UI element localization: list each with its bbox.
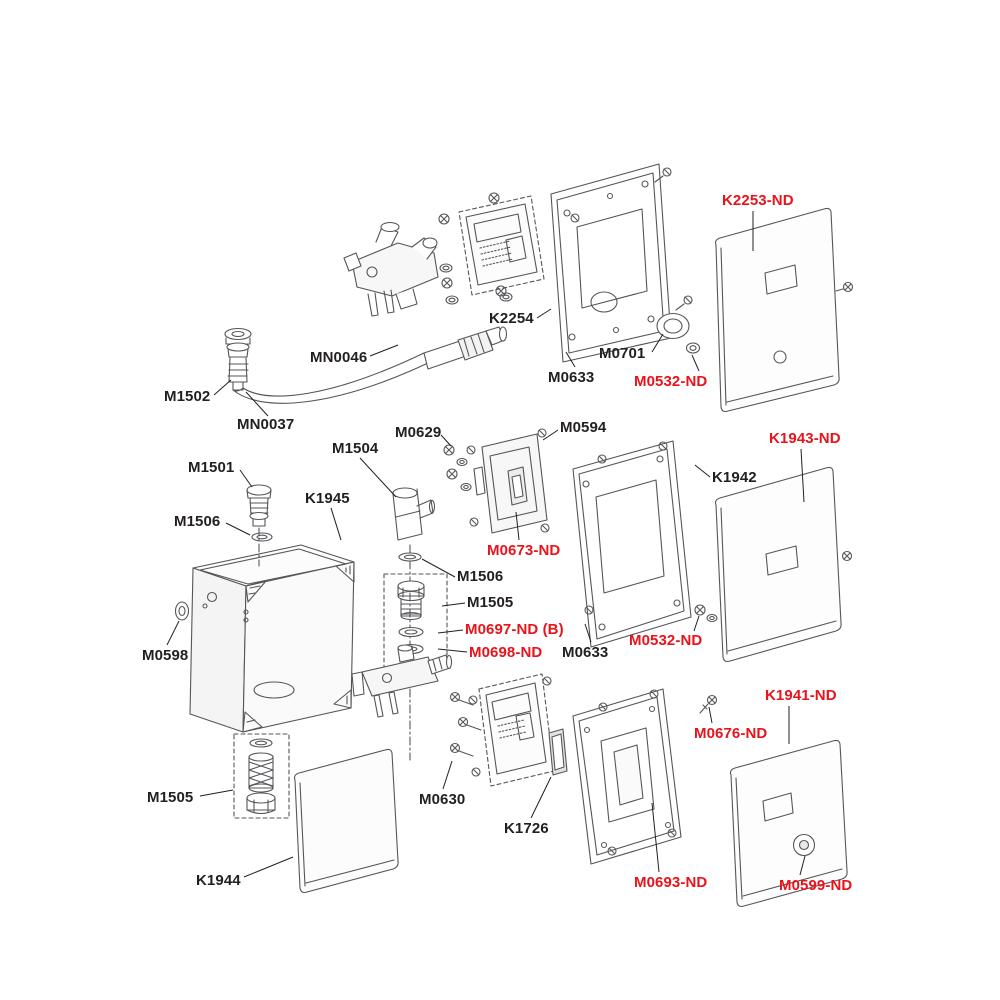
part-label-m0701: M0701: [599, 345, 646, 362]
part-mn0046-hose: [232, 352, 429, 404]
part-label-m0697-nd: M0697-ND (B): [465, 621, 564, 638]
part-label-m0630: M0630: [419, 791, 466, 808]
part-label-k1944: K1944: [196, 872, 241, 889]
part-label-k2253-nd: K2253-ND: [722, 192, 794, 209]
part-label-m1506-right: M1506: [457, 568, 504, 585]
part-cover-k1943: [714, 466, 853, 663]
part-m0630-screws: [449, 691, 482, 757]
part-m0532-nut-top: [685, 342, 701, 354]
screw-icon: [438, 192, 507, 297]
part-valve-top: [343, 221, 439, 317]
part-m0676-screw: [699, 694, 718, 714]
part-valve-bottom: [351, 644, 453, 718]
part-label-m0599-nd: M0599-ND: [779, 877, 853, 894]
part-box-k1945: [189, 527, 411, 761]
part-label-k1941-nd: K1941-ND: [765, 687, 837, 704]
part-label-m1506-left: M1506: [174, 513, 221, 530]
part-label-mn0037: MN0037: [237, 416, 295, 433]
leader-lines: [166, 211, 806, 878]
part-label-m0598: M0598: [142, 647, 189, 664]
part-m0629-screws: [443, 444, 472, 492]
part-label-m0633-mid: M0633: [562, 644, 609, 661]
part-label-k2254: K2254: [489, 310, 534, 327]
part-label-m0676-nd: M0676-ND: [694, 725, 768, 742]
part-label-m0673-nd: M0673-ND: [487, 542, 561, 559]
part-label-m0693-nd: M0693-ND: [634, 874, 708, 891]
part-m0701-ring: [656, 312, 690, 340]
part-frame-bottom: [572, 688, 682, 865]
part-label-k1943-nd: K1943-ND: [769, 430, 841, 447]
part-label-k1942: K1942: [712, 469, 757, 486]
part-label-m0629: M0629: [395, 424, 442, 441]
part-m1506-left: [251, 532, 273, 542]
part-cover-k1941: [729, 739, 848, 908]
part-m1501: [246, 484, 272, 527]
part-control-unit-top: [438, 192, 545, 297]
part-m1504: [392, 487, 436, 541]
part-label-k1945: K1945: [305, 490, 350, 507]
part-cover-k2253: [714, 207, 854, 413]
part-solenoid-m0594: [466, 428, 550, 534]
part-label-m0532-nd-mid: M0532-ND: [629, 632, 703, 649]
part-label-m0698-nd: M0698-ND: [469, 644, 543, 661]
part-control-unit-bottom: [468, 673, 555, 787]
part-label-m1504: M1504: [332, 440, 379, 457]
part-m0598-grommet: [174, 601, 190, 621]
part-label-m1502: M1502: [164, 388, 211, 405]
part-label-m0633-top: M0633: [548, 369, 595, 386]
part-label-k1726: K1726: [504, 820, 549, 837]
part-label-m0594: M0594: [560, 419, 607, 436]
part-cover-k1944: [293, 748, 399, 894]
part-label-m0532-nd-top: M0532-ND: [634, 373, 708, 390]
part-frame-k1942: [572, 440, 692, 648]
part-kit-m1505-bottom: [233, 733, 290, 819]
part-label-m1501: M1501: [188, 459, 235, 476]
part-washers-top: [439, 263, 513, 305]
part-m0532-screw-mid: [694, 604, 718, 623]
part-m1502-fitting: [224, 327, 252, 391]
part-hose-connector: [423, 326, 508, 370]
part-label-mn0046: MN0046: [310, 349, 368, 366]
part-label-m1505-right: M1505: [467, 594, 514, 611]
part-k1726: [548, 728, 568, 776]
part-kit-m1505: [383, 552, 448, 668]
part-label-m1505-bottom: M1505: [147, 789, 194, 806]
